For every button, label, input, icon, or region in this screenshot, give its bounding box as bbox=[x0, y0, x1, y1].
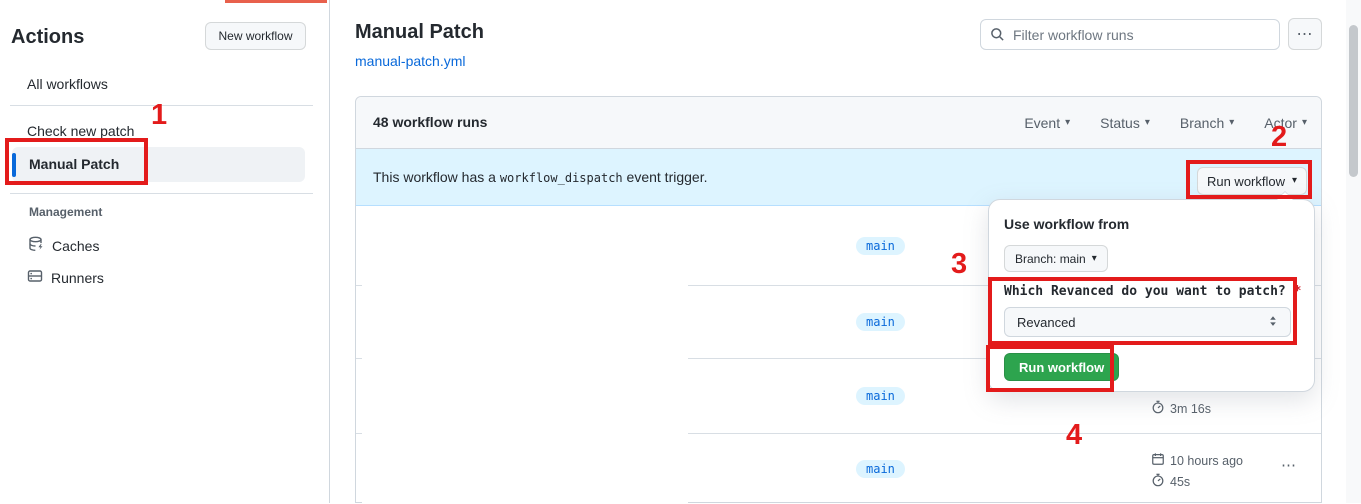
branch-label[interactable]: main bbox=[856, 236, 905, 255]
branch-filter-dropdown[interactable]: Branch▾ bbox=[1179, 115, 1235, 131]
workflow-runs-count: 48 workflow runs bbox=[373, 114, 488, 130]
sidebar-item-caches-label: Caches bbox=[52, 237, 100, 254]
run-duration: 45s bbox=[1151, 473, 1190, 490]
revanced-select[interactable]: Revanced bbox=[1004, 307, 1291, 337]
sidebar-divider bbox=[10, 105, 313, 106]
sidebar-item-manual-patch[interactable] bbox=[12, 147, 305, 182]
event-filter-dropdown[interactable]: Event▾ bbox=[1024, 115, 1071, 131]
page-title: Manual Patch bbox=[355, 21, 484, 43]
status-filter-dropdown[interactable]: Status▾ bbox=[1100, 115, 1150, 131]
sidebar-title: Actions bbox=[11, 26, 85, 48]
banner-text: This workflow has a workflow_dispatch ev… bbox=[373, 169, 708, 185]
management-heading: Management bbox=[29, 205, 103, 219]
chevron-down-icon: ▾ bbox=[1091, 252, 1097, 264]
chevron-down-icon: ▾ bbox=[1229, 117, 1235, 128]
scrollbar-thumb[interactable] bbox=[1349, 25, 1358, 177]
run-workflow-panel: Use workflow from Branch: main▾ Which Re… bbox=[988, 191, 1315, 392]
runs-card-header: 48 workflow runs Event▾ Status▾ Branch▾ … bbox=[356, 97, 1321, 149]
workflow-runs-card: 48 workflow runs Event▾ Status▾ Branch▾ … bbox=[355, 96, 1322, 503]
actions-sidebar: Actions New workflow All workflows Check… bbox=[0, 0, 330, 503]
actor-filter-dropdown[interactable]: Actor▾ bbox=[1264, 115, 1307, 131]
sidebar-item-manual-patch-label[interactable]: Manual Patch bbox=[29, 156, 120, 172]
up-down-chevron-icon bbox=[1266, 314, 1280, 331]
new-workflow-button[interactable]: New workflow bbox=[205, 22, 306, 50]
filter-input[interactable] bbox=[980, 19, 1280, 50]
branch-label[interactable]: main bbox=[856, 460, 905, 478]
red-annotation-strip bbox=[225, 0, 327, 3]
sidebar-item-caches[interactable]: Caches bbox=[28, 236, 99, 255]
filter-workflow-runs bbox=[980, 19, 1280, 50]
workflow-run-row[interactable]: main 3m 16s bbox=[356, 359, 1321, 434]
cache-icon bbox=[28, 236, 44, 255]
run-duration: 3m 16s bbox=[1151, 400, 1211, 417]
stopwatch-icon bbox=[1151, 473, 1165, 490]
workflow-run-row[interactable]: main bbox=[356, 286, 1321, 359]
blank-run-titles-area bbox=[362, 206, 688, 503]
workflow-file-link[interactable]: manual-patch.yml bbox=[355, 53, 466, 69]
workflow-dispatch-code: workflow_dispatch bbox=[499, 171, 623, 185]
page-scrollbar[interactable] bbox=[1346, 0, 1361, 503]
sidebar-item-runners-label: Runners bbox=[51, 269, 104, 286]
workflow-run-row[interactable]: main bbox=[356, 206, 1321, 286]
workflow-input-label: Which Revanced do you want to patch? * bbox=[1004, 284, 1302, 299]
workflow-dispatch-banner: This workflow has a workflow_dispatch ev… bbox=[356, 149, 1321, 206]
selected-accent-bar bbox=[12, 153, 16, 177]
required-marker: * bbox=[1293, 284, 1302, 299]
sidebar-divider bbox=[10, 193, 313, 194]
revanced-select-value: Revanced bbox=[1017, 314, 1076, 330]
run-options-kebab-button[interactable]: ⋯ bbox=[1281, 457, 1297, 474]
branch-label[interactable]: main bbox=[856, 387, 905, 405]
workflow-options-kebab-button[interactable]: ⋯ bbox=[1288, 18, 1322, 50]
chevron-down-icon: ▾ bbox=[1144, 117, 1150, 128]
use-workflow-from-heading: Use workflow from bbox=[1004, 216, 1130, 232]
runs-filters: Event▾ Status▾ Branch▾ Actor▾ bbox=[1024, 97, 1307, 149]
workflow-run-row[interactable]: main 10 hours ago 45s ⋯ bbox=[356, 434, 1321, 504]
run-workflow-submit-button[interactable]: Run workflow bbox=[1004, 353, 1120, 381]
calendar-icon bbox=[1151, 452, 1165, 469]
sidebar-item-runners[interactable]: Runners bbox=[27, 268, 104, 287]
sidebar-item-all-workflows[interactable]: All workflows bbox=[27, 76, 108, 92]
chevron-down-icon: ▾ bbox=[1292, 175, 1298, 186]
run-start-time: 10 hours ago bbox=[1151, 452, 1243, 469]
branch-label[interactable]: main bbox=[856, 313, 905, 331]
chevron-down-icon: ▾ bbox=[1301, 117, 1307, 128]
sidebar-item-check-new-patch[interactable]: Check new patch bbox=[27, 123, 135, 139]
stopwatch-icon bbox=[1151, 400, 1165, 417]
branch-selector-button[interactable]: Branch: main▾ bbox=[1004, 245, 1108, 272]
chevron-down-icon: ▾ bbox=[1065, 117, 1071, 128]
run-workflow-dropdown-button[interactable]: Run workflow▾ bbox=[1197, 167, 1307, 195]
runners-icon bbox=[27, 268, 43, 287]
